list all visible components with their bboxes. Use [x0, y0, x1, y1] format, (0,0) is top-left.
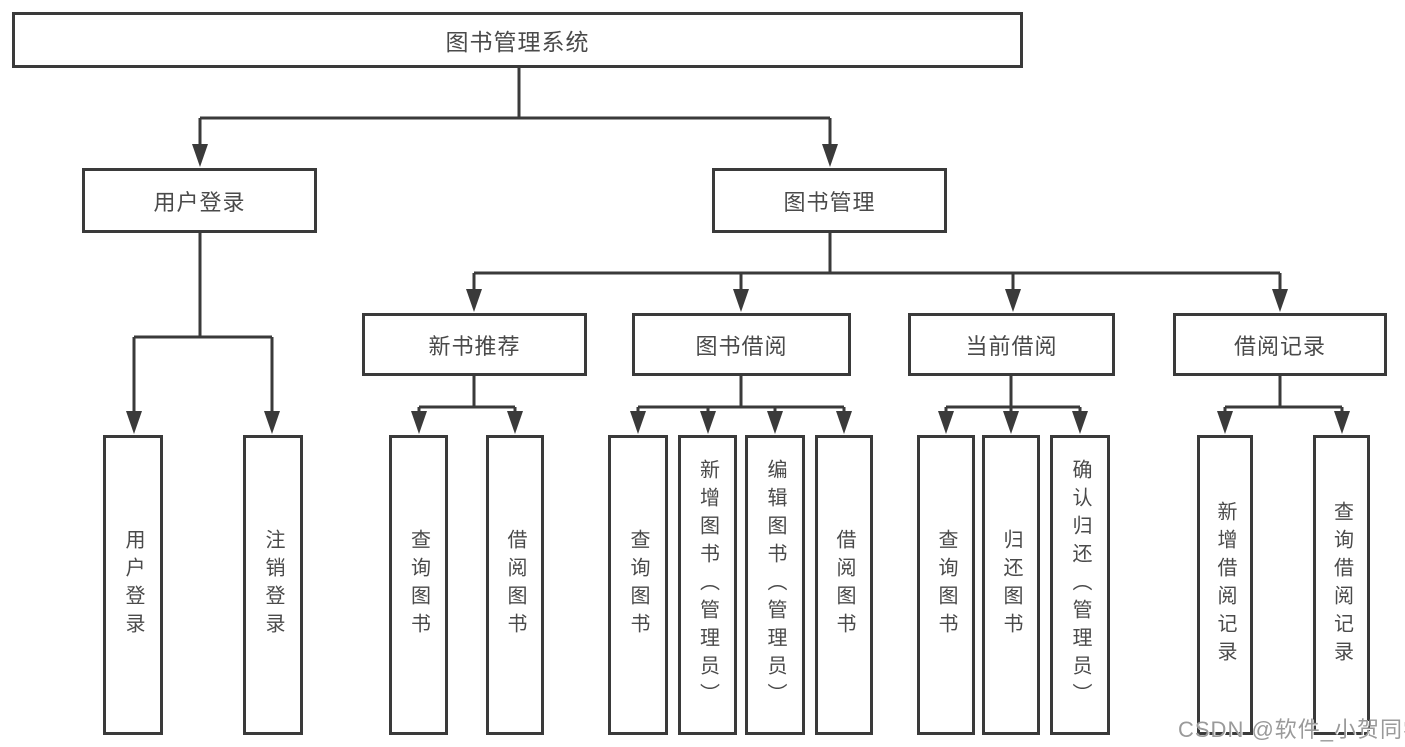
node-label: 借阅图书	[833, 529, 855, 641]
node-new-book-recommend: 新书推荐	[362, 313, 587, 376]
leaf-query-books-borrow: 查询图书	[608, 435, 668, 735]
connector-new-book-recommend-to-leaves	[417, 376, 517, 413]
leaf-confirm-return-admin: 确认归还（管理员）	[1050, 435, 1110, 735]
node-book-borrow: 图书借阅	[632, 313, 851, 376]
node-label: 归还图书	[1000, 529, 1022, 641]
node-label: 借阅图书	[504, 529, 526, 641]
leaf-borrow-books: 借阅图书	[815, 435, 873, 735]
leaf-return-book: 归还图书	[982, 435, 1040, 735]
node-label: 新增图书（管理员）	[696, 459, 719, 711]
node-label: 图书借阅	[695, 333, 788, 359]
node-label: 确认归还（管理员）	[1069, 459, 1091, 711]
leaf-add-borrow-record: 新增借阅记录	[1197, 435, 1253, 735]
csdn-watermark: CSDN @软件_小贺同学	[1178, 717, 1405, 742]
node-label: 查询图书	[407, 529, 430, 641]
connector-borrow-records-to-leaves	[1223, 376, 1344, 413]
node-user-login: 用户登录	[82, 168, 317, 233]
leaf-edit-book-admin: 编辑图书（管理员）	[745, 435, 805, 735]
node-label: 新增借阅记录	[1214, 501, 1236, 669]
leaf-query-books-current: 查询图书	[917, 435, 975, 735]
connector-current-borrow-to-leaves	[944, 376, 1082, 413]
node-borrow-records: 借阅记录	[1173, 313, 1387, 376]
leaf-logout: 注销登录	[243, 435, 303, 735]
connector-book-management-to-level3	[472, 233, 1282, 291]
leaf-add-book-admin: 新增图书（管理员）	[678, 435, 737, 735]
leaf-query-borrow-record: 查询借阅记录	[1313, 435, 1370, 735]
node-label: 用户登录	[122, 529, 144, 641]
connector-root-to-level2	[198, 68, 832, 146]
arrowheads	[126, 144, 1350, 434]
node-label: 当前借阅	[965, 333, 1058, 359]
node-label: 新书推荐	[428, 333, 521, 359]
node-label: 查询图书	[627, 529, 649, 641]
node-label: 查询图书	[935, 529, 957, 641]
leaf-query-books-recommend: 查询图书	[389, 435, 448, 735]
connector-user-login-to-leaves	[132, 233, 274, 412]
node-label: 图书管理	[783, 189, 876, 215]
leaf-user-login: 用户登录	[103, 435, 163, 735]
node-label: 借阅记录	[1233, 333, 1326, 359]
node-label: 查询借阅记录	[1330, 501, 1353, 669]
node-book-management: 图书管理	[712, 168, 947, 233]
leaf-borrow-books-recommend: 借阅图书	[486, 435, 544, 735]
node-label: 编辑图书（管理员）	[764, 459, 786, 711]
connector-book-borrow-to-leaves	[636, 376, 846, 413]
node-current-borrow: 当前借阅	[908, 313, 1115, 376]
node-label: 用户登录	[153, 189, 246, 215]
node-library-management-system: 图书管理系统	[12, 12, 1023, 68]
node-label: 注销登录	[262, 529, 284, 641]
node-label: 图书管理系统	[445, 29, 590, 55]
